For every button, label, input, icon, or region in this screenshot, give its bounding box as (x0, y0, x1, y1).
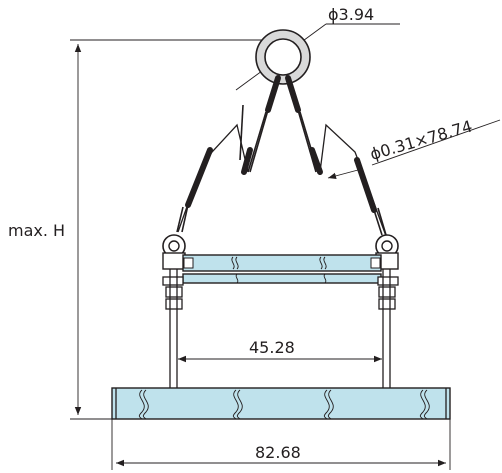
upper-spreader-bar (182, 254, 382, 284)
master-ring (255, 29, 311, 85)
cable-spec-label: ϕ0.31×78.74 (368, 117, 475, 164)
overall-length-label: 82.68 (255, 443, 301, 462)
right-hanger (377, 269, 399, 412)
main-beam (111, 387, 451, 420)
cable-break-lines (177, 123, 387, 237)
left-sling (176, 75, 281, 233)
cable-spec-dimension: ϕ0.31×78.74 (327, 117, 501, 180)
ring-diameter-label: ϕ3.94 (328, 5, 374, 24)
ring-diameter-dimension: ϕ3.94 (235, 5, 400, 91)
height-dimension: max. H (8, 39, 285, 420)
inner-span-dimension: 45.28 (178, 338, 382, 363)
left-shackle (162, 234, 186, 270)
right-sling (285, 75, 387, 236)
overall-length-dimension: 82.68 (111, 419, 451, 470)
inner-span-label: 45.28 (249, 338, 295, 357)
height-label: max. H (8, 221, 65, 240)
